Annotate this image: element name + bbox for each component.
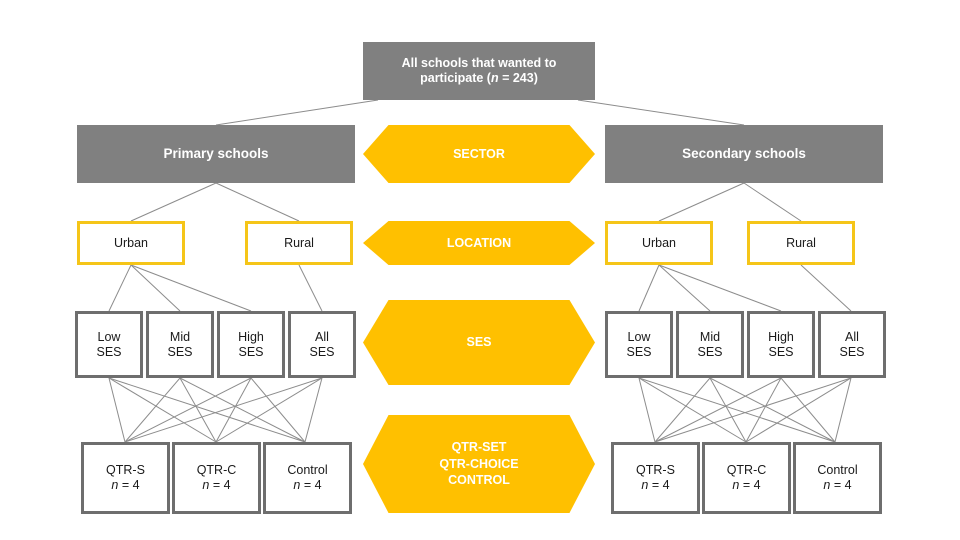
box-primary-qtr-c: QTR-C n = 4 — [172, 442, 261, 514]
box-secondary-schools: Secondary schools — [605, 125, 883, 183]
box-secondary-qtr-c: QTR-C n = 4 — [702, 442, 791, 514]
band-location-label: LOCATION — [446, 235, 512, 250]
band-ses: SES — [363, 300, 595, 385]
band-design-line2: QTR-CHOICE — [439, 456, 519, 471]
band-design-line1: QTR-SET — [451, 439, 507, 454]
box-primary-control: Control n = 4 — [263, 442, 352, 514]
band-location: LOCATION — [363, 221, 595, 265]
secondary-rural-label: Rural — [786, 235, 816, 250]
primary-control-n: n = 4 — [293, 478, 322, 492]
sec-ses-high-line1: High — [768, 329, 794, 344]
ses-high-line2: SES — [238, 344, 264, 359]
box-primary-ses-low: Low SES — [75, 311, 143, 378]
primary-schools-label: Primary schools — [163, 146, 269, 162]
primary-qtr-s-n: n = 4 — [111, 478, 140, 492]
sec-ses-mid-line2: SES — [697, 344, 723, 359]
band-design: QTR-SET QTR-CHOICE CONTROL — [363, 415, 595, 513]
box-secondary-ses-all: All SES — [818, 311, 886, 378]
band-sector: SECTOR — [363, 125, 595, 183]
ses-low-line2: SES — [96, 344, 122, 359]
root-box-line1: All schools that wanted to — [401, 56, 557, 71]
secondary-qtr-s-n: n = 4 — [641, 478, 670, 492]
box-secondary-control: Control n = 4 — [793, 442, 882, 514]
sec-ses-all-line1: All — [845, 329, 859, 344]
box-secondary-urban: Urban — [605, 221, 713, 265]
sec-ses-mid-line1: Mid — [699, 329, 721, 344]
box-secondary-ses-low: Low SES — [605, 311, 673, 378]
band-design-label: QTR-SET QTR-CHOICE CONTROL — [439, 439, 518, 490]
sec-ses-low-line1: Low — [627, 329, 651, 344]
ses-all-line2: SES — [309, 344, 335, 359]
band-sector-label: SECTOR — [453, 146, 505, 161]
box-primary-ses-all: All SES — [288, 311, 356, 378]
box-primary-qtr-s: QTR-S n = 4 — [81, 442, 170, 514]
primary-control-name: Control — [287, 463, 328, 478]
box-primary-ses-mid: Mid SES — [146, 311, 214, 378]
sec-ses-high-line2: SES — [768, 344, 794, 359]
secondary-control-name: Control — [817, 463, 858, 478]
box-primary-schools: Primary schools — [77, 125, 355, 183]
box-secondary-ses-mid: Mid SES — [676, 311, 744, 378]
root-box-line2: participate (n = 243) — [420, 71, 538, 85]
box-secondary-rural: Rural — [747, 221, 855, 265]
box-primary-ses-high: High SES — [217, 311, 285, 378]
sec-ses-all-line2: SES — [839, 344, 865, 359]
box-secondary-qtr-s: QTR-S n = 4 — [611, 442, 700, 514]
secondary-qtr-c-name: QTR-C — [726, 463, 767, 478]
band-ses-label: SES — [466, 335, 492, 350]
box-secondary-ses-high: High SES — [747, 311, 815, 378]
primary-urban-label: Urban — [113, 235, 149, 250]
secondary-qtr-s-name: QTR-S — [636, 463, 675, 478]
ses-high-line1: High — [238, 329, 264, 344]
box-primary-rural: Rural — [245, 221, 353, 265]
secondary-schools-label: Secondary schools — [682, 146, 806, 162]
box-primary-urban: Urban — [77, 221, 185, 265]
ses-mid-line1: Mid — [169, 329, 191, 344]
secondary-qtr-c-n: n = 4 — [732, 478, 761, 492]
ses-mid-line2: SES — [167, 344, 193, 359]
sec-ses-low-line2: SES — [626, 344, 652, 359]
primary-qtr-c-n: n = 4 — [202, 478, 231, 492]
primary-qtr-s-name: QTR-S — [106, 463, 145, 478]
band-design-line3: CONTROL — [448, 473, 510, 488]
secondary-urban-label: Urban — [641, 235, 677, 250]
primary-qtr-c-name: QTR-C — [196, 463, 237, 478]
secondary-control-n: n = 4 — [823, 478, 852, 492]
ses-low-line1: Low — [97, 329, 121, 344]
primary-rural-label: Rural — [284, 235, 314, 250]
root-box-all-schools: All schools that wanted to participate (… — [363, 42, 595, 100]
ses-all-line1: All — [315, 329, 329, 344]
